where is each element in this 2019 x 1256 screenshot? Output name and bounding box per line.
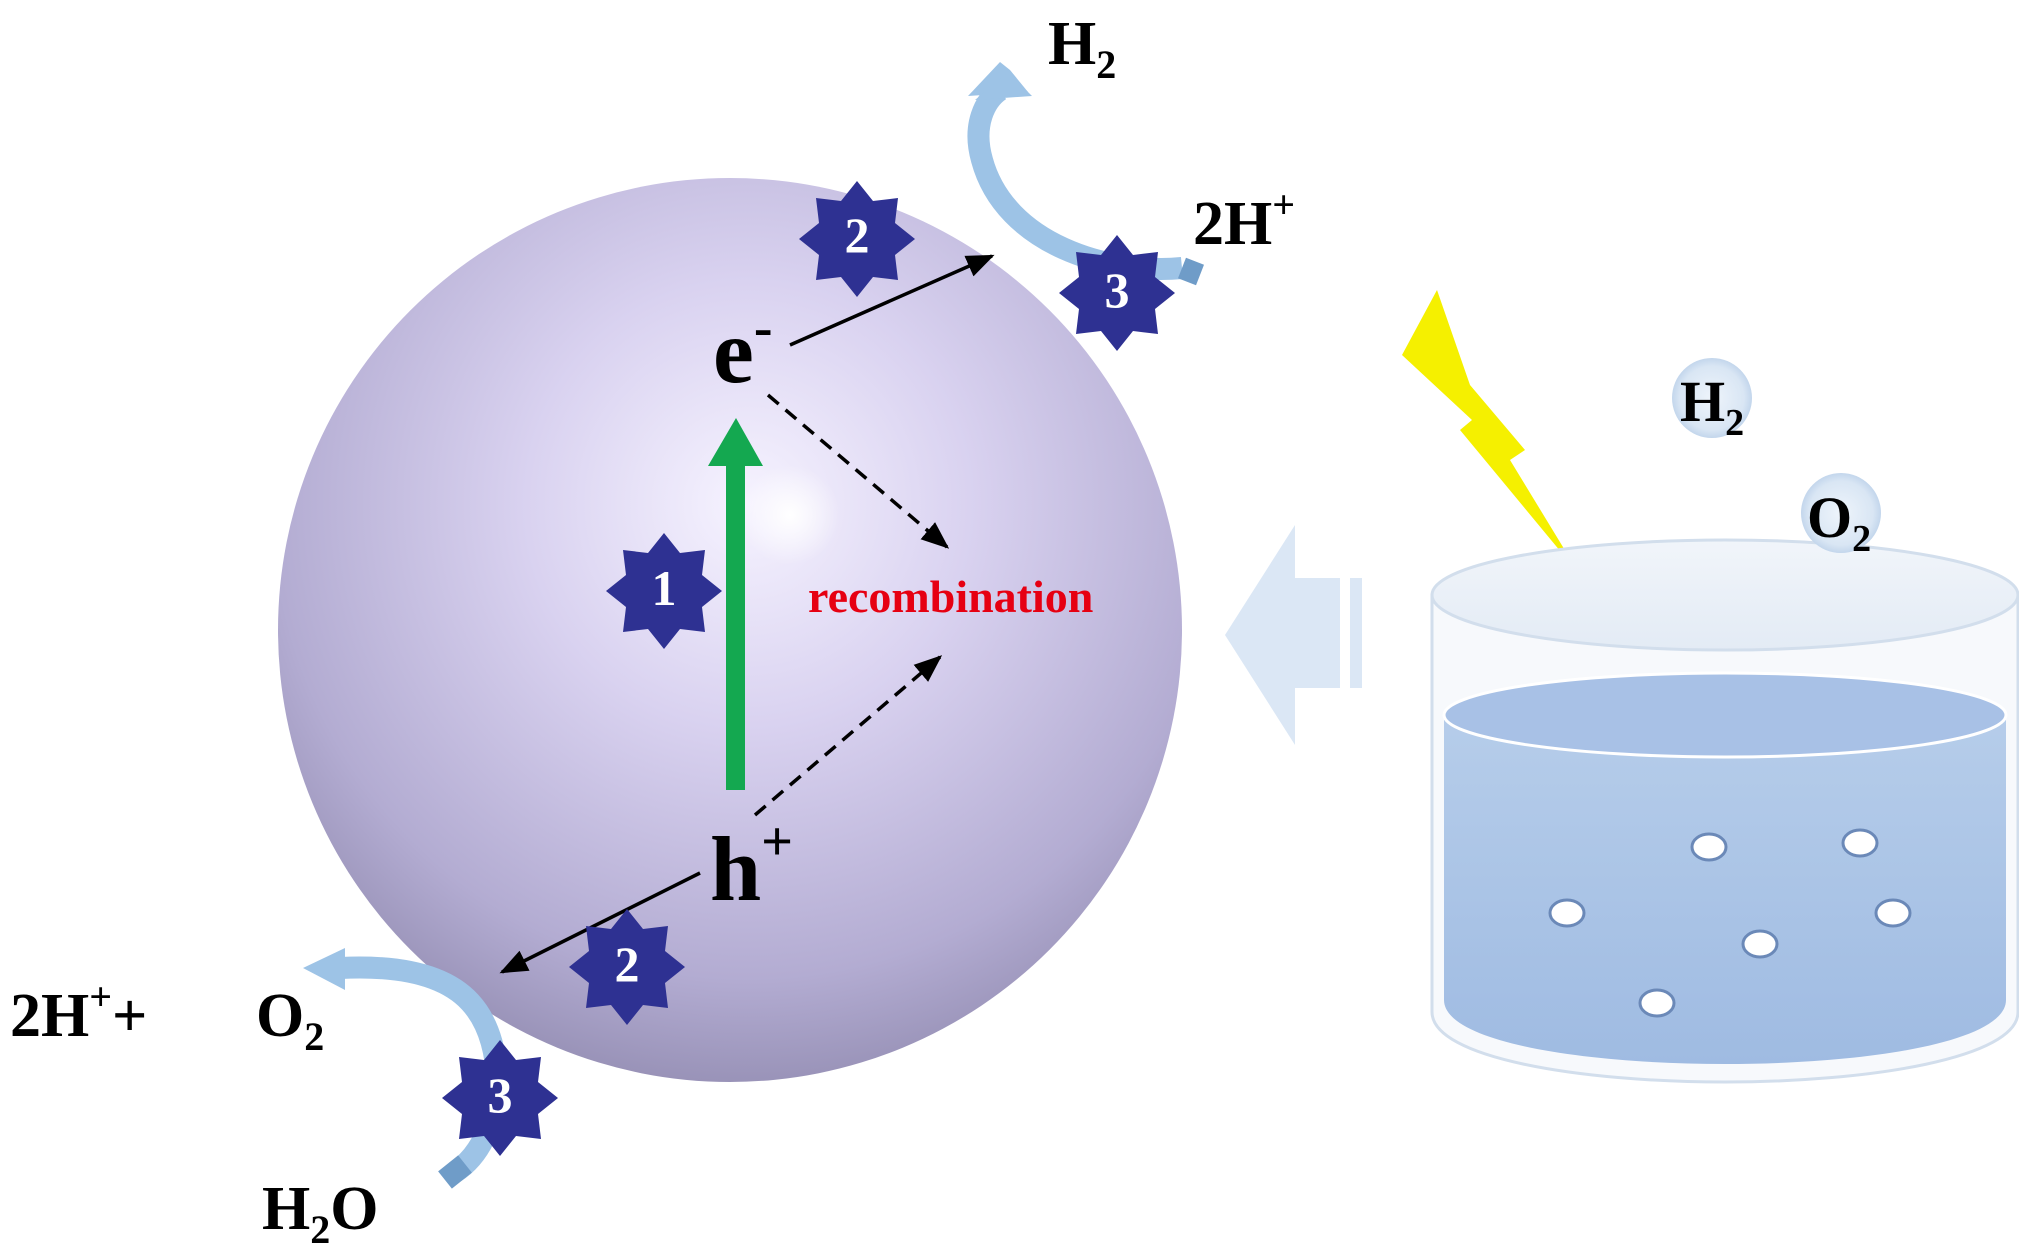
proton-reactant-label: 2H+ — [1193, 182, 1295, 258]
excitation-arrow — [708, 418, 763, 790]
h2-gas-bubble — [1672, 358, 1752, 438]
light-lightning-icon — [1402, 290, 1580, 575]
step-badge-3-bottom: 3 — [442, 1040, 558, 1156]
beaker — [1430, 538, 2019, 1084]
beaker-rim — [1430, 538, 2019, 652]
step-2-bottom-number: 2 — [615, 936, 640, 992]
step-2-top-number: 2 — [845, 207, 870, 263]
water-reactant-label: H2O — [262, 1175, 378, 1251]
gas-bubbles — [1548, 828, 1912, 1018]
hole-label: h+ — [710, 811, 793, 920]
step-badge-1: 1 — [606, 533, 722, 649]
step-badge-2-top: 2 — [799, 181, 915, 297]
hole-transfer-arrow — [499, 871, 701, 974]
step-3-bottom-number: 3 — [488, 1067, 513, 1123]
electron-transfer-arrow — [789, 254, 995, 347]
hole-recombination-arrow — [753, 655, 943, 817]
step-3-top-number: 3 — [1105, 262, 1130, 318]
bubble — [1548, 898, 1586, 928]
o2-gas-bubble — [1801, 473, 1881, 553]
bubble — [1690, 832, 1728, 862]
particle-highlight — [740, 465, 840, 565]
h2-gas-label: H2 — [1680, 369, 1744, 444]
o2-product-label: O2 — [256, 982, 324, 1059]
h2-product-label: H2 — [1048, 10, 1116, 87]
bubble — [1874, 898, 1912, 928]
bubble — [1741, 929, 1779, 959]
reduction-reaction-arrow — [967, 62, 1204, 286]
o2-gas-label: O2 — [1807, 485, 1871, 560]
bubble — [1638, 988, 1676, 1018]
step-1-number: 1 — [652, 560, 677, 616]
proton-product-label: 2H++ — [10, 974, 147, 1050]
bubble — [1841, 828, 1879, 858]
step-badge-3-top: 3 — [1059, 235, 1175, 351]
recombination-label: recombination — [808, 571, 1093, 622]
water-surface — [1442, 671, 2008, 759]
electron-recombination-arrow — [766, 393, 950, 549]
process-direction-arrow — [1225, 525, 1362, 745]
electron-label: e- — [713, 297, 773, 402]
step-badge-2-bottom: 2 — [569, 909, 685, 1025]
